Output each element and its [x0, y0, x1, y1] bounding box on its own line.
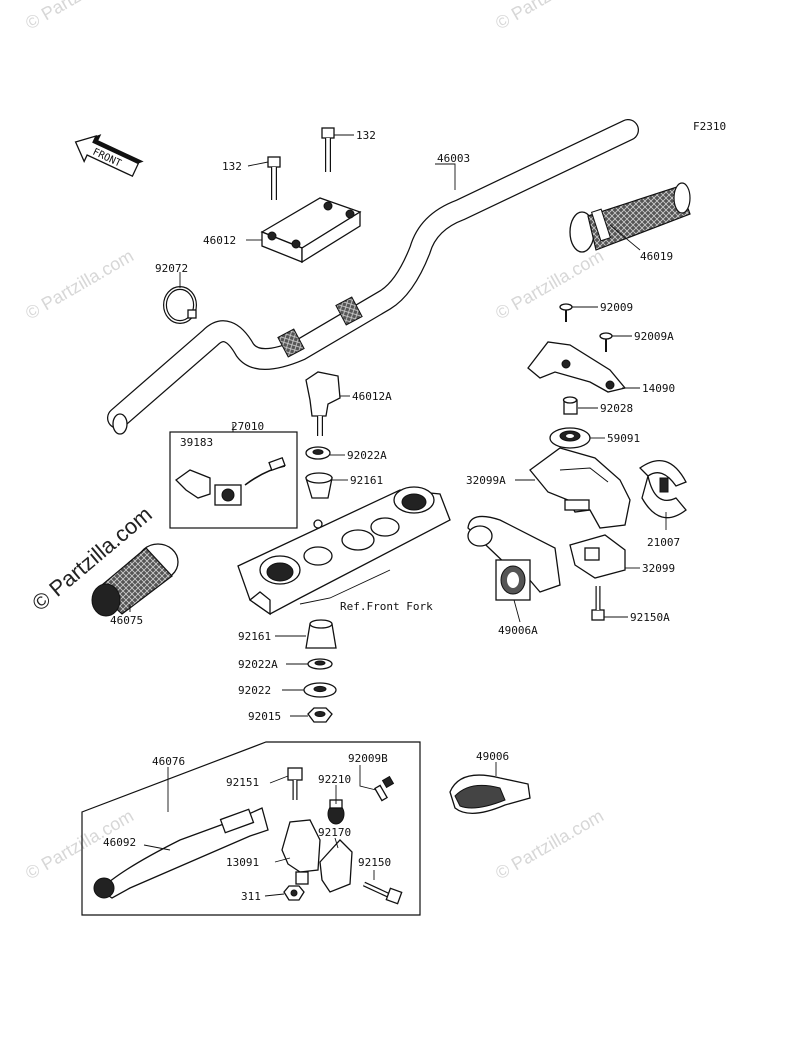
label-27010: 27010 — [231, 420, 264, 433]
screw-92009A — [599, 332, 613, 352]
nut-311 — [283, 885, 305, 901]
label-92022: 92022 — [238, 684, 271, 697]
label-92161-lower: 92161 — [238, 630, 271, 643]
handlebar — [107, 119, 639, 435]
watermark: © Partzilla.com — [492, 245, 607, 323]
watermark: © Partzilla.com — [492, 0, 607, 33]
label-49006A: 49006A — [498, 624, 538, 637]
label-46075: 46075 — [110, 614, 143, 627]
clip-92072 — [163, 286, 197, 324]
throttle-grip-49006A — [467, 515, 561, 601]
throttle-case-32099A — [529, 447, 631, 529]
throttle-case-32099 — [569, 534, 626, 579]
front-arrow-icon: FRONT — [74, 134, 144, 178]
label-46012A: 46012A — [352, 390, 392, 403]
label-92150: 92150 — [358, 856, 391, 869]
riser-46012A — [305, 371, 341, 436]
label-46076: 46076 — [152, 755, 185, 768]
handlebar-clamp-46012 — [260, 197, 362, 264]
label-92150A: 92150A — [630, 611, 670, 624]
lever-holder-13091 — [281, 819, 321, 885]
screw-92009 — [559, 303, 573, 322]
pulley-59091 — [549, 427, 591, 449]
bolt-92150A — [591, 586, 605, 621]
clamp-92170 — [319, 839, 353, 893]
bolt-132 — [321, 127, 335, 172]
bolt-132 — [267, 156, 281, 200]
watermark: © Partzilla.com — [22, 245, 137, 323]
grip-left-46075 — [91, 543, 179, 617]
watermark: © Partzilla.com — [22, 0, 137, 33]
label-46092: 46092 — [103, 836, 136, 849]
upper-triple-clamp — [237, 486, 451, 616]
label-92028: 92028 — [600, 402, 633, 415]
ref-front-fork-note: Ref.Front Fork — [340, 600, 433, 613]
screw-92009B — [374, 775, 395, 802]
damper-92161-lower — [305, 619, 337, 649]
figure-code: F2310 — [693, 120, 726, 133]
label-92015: 92015 — [248, 710, 281, 723]
label-132-left: 132 — [222, 160, 242, 173]
collar-92028 — [562, 396, 578, 415]
label-92022A-lower: 92022A — [238, 658, 278, 671]
label-92170: 92170 — [318, 826, 351, 839]
label-21007: 21007 — [647, 536, 680, 549]
lever-assembly-46076 — [81, 741, 421, 916]
label-92161: 92161 — [350, 474, 383, 487]
label-92009B: 92009B — [348, 752, 388, 765]
washer-92022A — [305, 446, 331, 460]
leader-lines — [129, 134, 667, 897]
label-92009: 92009 — [600, 301, 633, 314]
cover-14090 — [527, 341, 627, 393]
kill-switch-group-27010 — [169, 431, 298, 529]
label-92072: 92072 — [155, 262, 188, 275]
label-46003: 46003 — [437, 152, 470, 165]
label-39183: 39183 — [180, 436, 213, 449]
grip-49006 — [449, 774, 531, 814]
label-49006: 49006 — [476, 750, 509, 763]
label-59091: 59091 — [607, 432, 640, 445]
bolt-92150 — [362, 881, 403, 905]
label-132-right: 132 — [356, 129, 376, 142]
label-311: 311 — [241, 890, 261, 903]
watermark: © Partzilla.com — [492, 805, 607, 883]
label-92022A: 92022A — [347, 449, 387, 462]
bolt-92151 — [287, 767, 303, 800]
damper-92161 — [305, 472, 333, 499]
label-46019: 46019 — [640, 250, 673, 263]
label-32099: 32099 — [642, 562, 675, 575]
label-32099A: 32099A — [466, 474, 506, 487]
washer-92022 — [303, 682, 337, 698]
label-46012: 46012 — [203, 234, 236, 247]
grip-right — [569, 182, 691, 253]
holder-21007 — [638, 460, 687, 519]
label-92151: 92151 — [226, 776, 259, 789]
label-14090: 14090 — [642, 382, 675, 395]
label-13091: 13091 — [226, 856, 259, 869]
watermarks: © Partzilla.com © Partzilla.com © Partzi… — [22, 0, 607, 883]
label-92210: 92210 — [318, 773, 351, 786]
nut-92015 — [307, 707, 333, 723]
label-92009A: 92009A — [634, 330, 674, 343]
washer-92022A-lower — [307, 658, 333, 670]
part-labels: 132 132 46003 46012 46019 92072 92009 92… — [103, 129, 680, 903]
